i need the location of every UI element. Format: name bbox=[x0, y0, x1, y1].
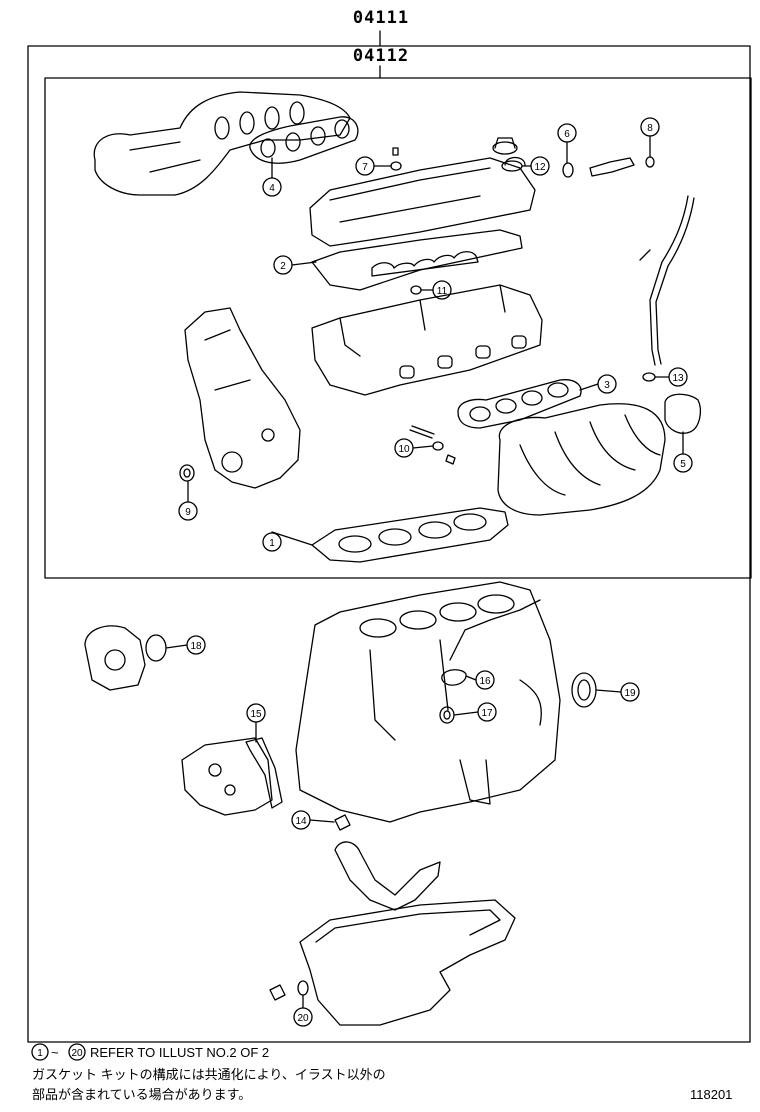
svg-text:3: 3 bbox=[604, 380, 610, 391]
callout-18: 18 bbox=[186, 635, 206, 655]
japanese-note-line2: 部品が含まれている場合があります。 bbox=[32, 1087, 252, 1102]
oil-pan-drawing bbox=[299, 899, 516, 1026]
callout-19: 19 bbox=[620, 682, 640, 702]
svg-text:15: 15 bbox=[250, 709, 262, 720]
callout-20: 20 bbox=[293, 1007, 313, 1027]
callout-7: 7 bbox=[355, 156, 375, 176]
callout-4: 4 bbox=[262, 177, 282, 197]
bolt-10-drawing bbox=[409, 425, 456, 465]
callout-17: 17 bbox=[477, 702, 497, 722]
part-number-inner: 04112 bbox=[352, 46, 410, 66]
exhaust-gasket-drawing bbox=[249, 116, 359, 164]
svg-text:13: 13 bbox=[672, 373, 684, 384]
seal-17-drawing bbox=[439, 706, 455, 724]
svg-text:8: 8 bbox=[647, 123, 653, 134]
svg-text:16: 16 bbox=[479, 676, 491, 687]
svg-text:18: 18 bbox=[190, 641, 202, 652]
oil-pump-drawing bbox=[181, 737, 273, 816]
japanese-note-line1: ガスケット キットの構成には共通化により、イラスト以外の bbox=[32, 1067, 386, 1082]
gasket-14-drawing bbox=[334, 814, 351, 831]
svg-text:20: 20 bbox=[71, 1048, 83, 1059]
o-ring-13-drawing bbox=[642, 372, 656, 382]
o-ring-8-drawing bbox=[645, 156, 655, 168]
svg-text:5: 5 bbox=[680, 459, 686, 470]
gasket-5-drawing bbox=[664, 393, 701, 434]
water-pump-drawing bbox=[84, 625, 146, 691]
svg-text:9: 9 bbox=[185, 507, 191, 518]
illustration-id: 118201 bbox=[690, 1087, 733, 1102]
callout-2: 2 bbox=[273, 255, 293, 275]
intake-manifold-gasket-drawing bbox=[457, 379, 582, 429]
valve-cover-drawing bbox=[309, 156, 536, 247]
timing-cover-drawing bbox=[184, 307, 301, 489]
svg-text:10: 10 bbox=[398, 444, 410, 455]
svg-text:17: 17 bbox=[481, 708, 493, 719]
drain-plug-gasket-drawing bbox=[297, 980, 309, 996]
svg-text:12: 12 bbox=[534, 162, 546, 173]
cylinder-head-gasket-drawing bbox=[311, 507, 509, 563]
callout-1: 1 bbox=[262, 532, 282, 552]
callout-3: 3 bbox=[597, 374, 617, 394]
water-pump-gasket-drawing bbox=[145, 634, 167, 662]
callout-16: 16 bbox=[475, 670, 495, 690]
part-number-outer: 04111 bbox=[352, 8, 410, 28]
callout-11: 11 bbox=[432, 280, 452, 300]
svg-text:1: 1 bbox=[269, 538, 275, 549]
drain-plug-drawing bbox=[269, 984, 286, 1001]
svg-text:7: 7 bbox=[362, 162, 368, 173]
callout-6: 6 bbox=[557, 123, 577, 143]
svg-text:20: 20 bbox=[297, 1013, 309, 1024]
oil-filler-cap-drawing bbox=[492, 137, 518, 155]
exhaust-manifold-drawing bbox=[93, 91, 351, 196]
engine-block-drawing bbox=[295, 581, 561, 823]
callout-5: 5 bbox=[673, 453, 693, 473]
o-ring-6-drawing bbox=[562, 162, 574, 178]
valve-cover-gasket-drawing bbox=[311, 229, 523, 291]
refer-start-callout: 1 bbox=[31, 1043, 49, 1061]
callout-9: 9 bbox=[178, 501, 198, 521]
oil-dipstick-guide-drawing bbox=[639, 195, 695, 366]
oil-strainer-drawing bbox=[334, 841, 441, 911]
rear-oil-seal-drawing bbox=[571, 672, 597, 708]
refer-tilde: ~ bbox=[51, 1045, 59, 1060]
svg-text:6: 6 bbox=[564, 129, 570, 140]
callout-13: 13 bbox=[668, 367, 688, 387]
gasket-16-drawing bbox=[441, 669, 467, 686]
injector-drawing bbox=[589, 157, 635, 177]
spark-plug-tube-seal-drawing bbox=[390, 147, 402, 171]
svg-text:19: 19 bbox=[624, 688, 636, 699]
oil-tube-drawing bbox=[449, 599, 541, 661]
svg-text:14: 14 bbox=[295, 816, 307, 827]
callout-8: 8 bbox=[640, 117, 660, 137]
svg-text:1: 1 bbox=[37, 1048, 43, 1059]
gasket-15-drawing bbox=[245, 737, 283, 809]
intake-manifold-drawing bbox=[497, 403, 666, 516]
callout-leaders bbox=[165, 135, 684, 1009]
callout-15: 15 bbox=[246, 703, 266, 723]
cylinder-head-drawing bbox=[311, 284, 543, 396]
oil-seal-9-drawing bbox=[179, 464, 195, 482]
inner-kit-frame bbox=[44, 77, 752, 579]
svg-text:11: 11 bbox=[437, 286, 448, 297]
refer-note: REFER TO ILLUST NO.2 OF 2 bbox=[90, 1045, 270, 1060]
refer-end-callout: 20 bbox=[68, 1043, 86, 1061]
svg-text:2: 2 bbox=[280, 261, 286, 272]
outer-kit-frame bbox=[27, 45, 751, 1043]
svg-text:4: 4 bbox=[269, 183, 275, 194]
callout-14: 14 bbox=[291, 810, 311, 830]
callout-10: 10 bbox=[394, 438, 414, 458]
callout-12: 12 bbox=[530, 156, 550, 176]
gasket-11-drawing bbox=[410, 285, 422, 295]
